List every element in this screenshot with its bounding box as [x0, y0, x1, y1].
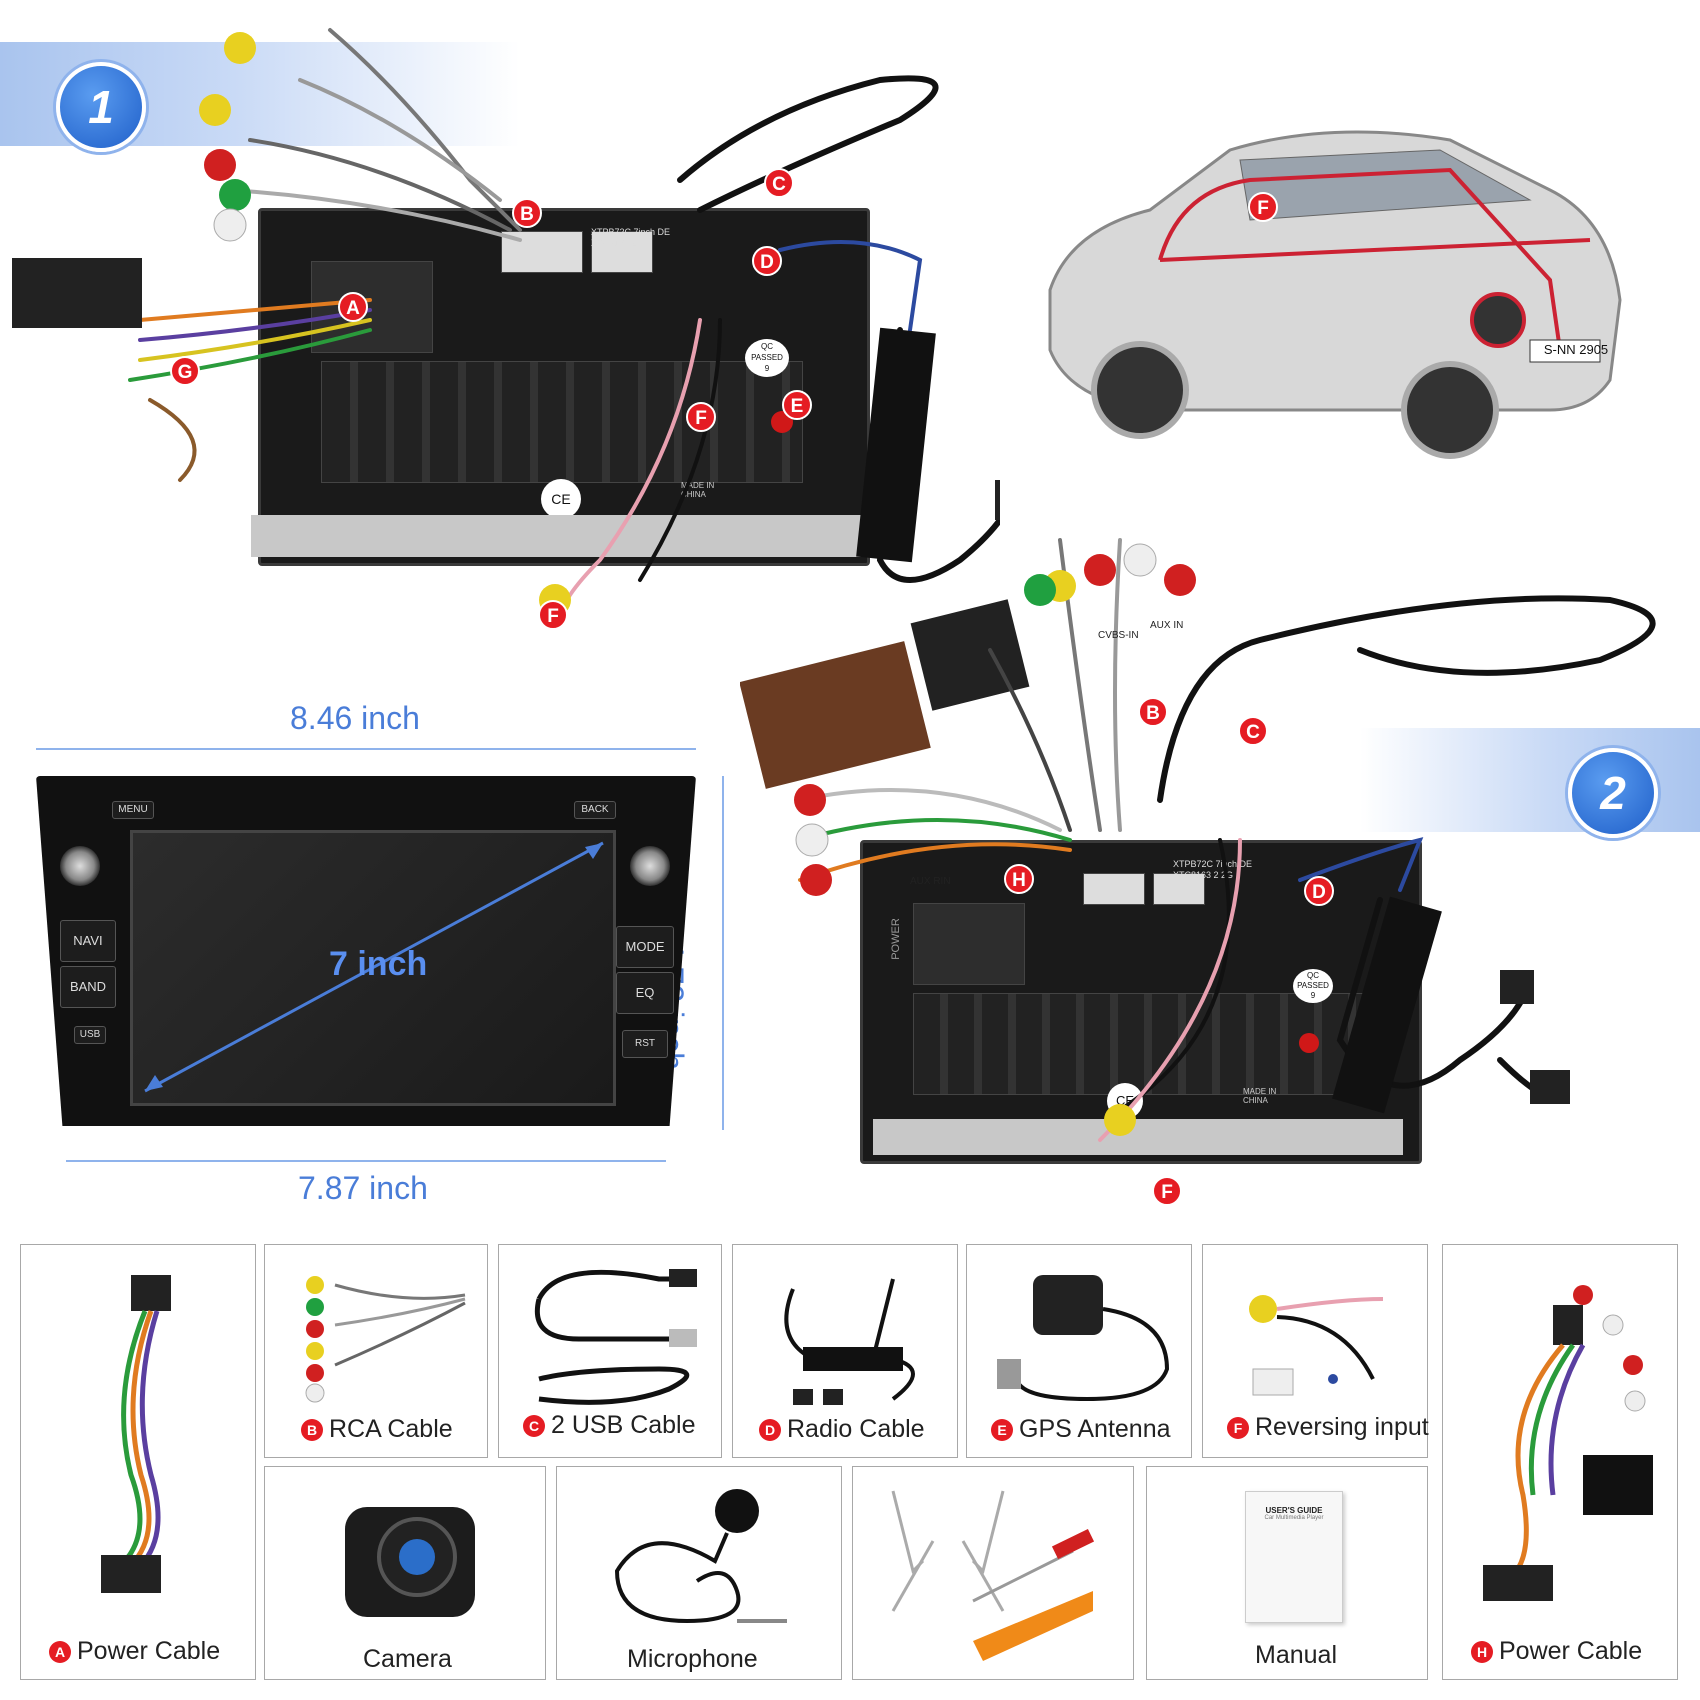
callout-d: D: [752, 246, 782, 276]
model-label-2: XTPB72C 7inch DE XTC8163 2 2G: [1173, 859, 1253, 880]
microphone-image: [614, 1489, 787, 1624]
callout-a: A: [338, 292, 368, 322]
callout-c: C: [764, 168, 794, 198]
accessory-card-microphone: Microphone: [556, 1466, 842, 1680]
accessory-card-camera: Camera: [264, 1466, 546, 1680]
dim-line-height: [722, 776, 724, 1130]
accessory-card-manual: USER'S GUIDE Car Multimedia Player Manua…: [1146, 1466, 1428, 1680]
manual-title: USER'S GUIDE: [1265, 1506, 1323, 1515]
dim-width-top: 8.46 inch: [290, 700, 420, 736]
rear-connector-block: [1083, 873, 1145, 905]
band-button[interactable]: BAND: [60, 966, 116, 1008]
rear-bottom-plate: [873, 1119, 1403, 1155]
section-2-marker: 2: [1568, 748, 1658, 838]
section-2-cables: [740, 538, 1656, 1142]
gps-antenna-image: [997, 1275, 1170, 1402]
callout-f: F: [1248, 192, 1278, 222]
usb-cable-image: [535, 1269, 697, 1405]
made-in-label: MADE IN CHINA: [681, 481, 715, 499]
power-harness-h-image: [1483, 1285, 1653, 1601]
accessory-card-removal-tools: [852, 1466, 1134, 1680]
eq-button[interactable]: EQ: [616, 972, 674, 1014]
screen-size-label: 7 inch: [329, 945, 428, 983]
accessory-label: Manual: [1255, 1641, 1337, 1669]
rear-connector-block: [1153, 873, 1205, 905]
model-label-1: XTPB72C 7inch DE XTC8163 2: [591, 227, 671, 248]
dim-line-bottom: [66, 1160, 666, 1162]
gps-connector: [1299, 1033, 1319, 1053]
accessory-label: Microphone: [627, 1645, 758, 1673]
volume-knob[interactable]: [60, 846, 100, 886]
dim-line-top: [36, 748, 696, 750]
ce-mark: CE: [541, 479, 581, 519]
manual-booklet: USER'S GUIDE Car Multimedia Player: [1245, 1491, 1343, 1623]
menu-button[interactable]: MENU: [112, 801, 154, 819]
callout-e: E: [782, 390, 812, 420]
car-cutaway-illustration: [1048, 130, 1622, 459]
mode-button[interactable]: MODE: [616, 926, 674, 968]
made-in-label: MADE IN CHINA: [1243, 1087, 1277, 1105]
back-button[interactable]: BACK: [574, 801, 616, 819]
rear-connector-block: [913, 903, 1025, 985]
removal-tools-image: [891, 1490, 1095, 1661]
rear-heatsink: [913, 993, 1365, 1095]
rear-heatsink: [321, 361, 803, 483]
cvbs-in-label: CVBS-IN: [1098, 630, 1139, 641]
reversing-cable-image: [1249, 1295, 1384, 1396]
callout-f: F: [1152, 1176, 1182, 1206]
diagonal-arrow: [144, 841, 604, 1093]
radio-cable-image: [784, 1278, 915, 1405]
power-harness-image: [101, 1275, 171, 1593]
section-1-cables: [12, 28, 1000, 622]
callout-h: H: [1004, 864, 1034, 894]
callout-g: G: [170, 356, 200, 386]
callout-f: F: [686, 402, 716, 432]
license-plate: S-NN 2905: [1543, 342, 1609, 357]
rst-button[interactable]: RST: [622, 1030, 668, 1058]
tune-knob[interactable]: [630, 846, 670, 886]
callout-c: C: [1238, 716, 1268, 746]
dim-width-bottom: 7.87 inch: [298, 1170, 428, 1206]
camera-image: [345, 1507, 475, 1617]
rear-connector-block: [591, 231, 653, 273]
usb-port[interactable]: USB: [74, 1026, 106, 1044]
section-1-marker: 1: [56, 62, 146, 152]
touch-screen[interactable]: 7 inch: [130, 830, 616, 1106]
rca-cable-image: [305, 1276, 466, 1403]
rear-bottom-plate: [251, 515, 871, 557]
aux-in-label: AUX IN: [1150, 620, 1184, 631]
accessory-label: Camera: [363, 1645, 452, 1673]
callout-b: B: [512, 198, 542, 228]
manual-subtitle: Car Multimedia Player: [1264, 1515, 1324, 1521]
aux-rin-label: AUX RIN: [910, 876, 951, 887]
callout-b: B: [1138, 697, 1168, 727]
rear-connector-block: [311, 261, 433, 353]
callout-f: F: [538, 600, 568, 630]
navi-button[interactable]: NAVI: [60, 920, 116, 962]
callout-d: D: [1304, 876, 1334, 906]
